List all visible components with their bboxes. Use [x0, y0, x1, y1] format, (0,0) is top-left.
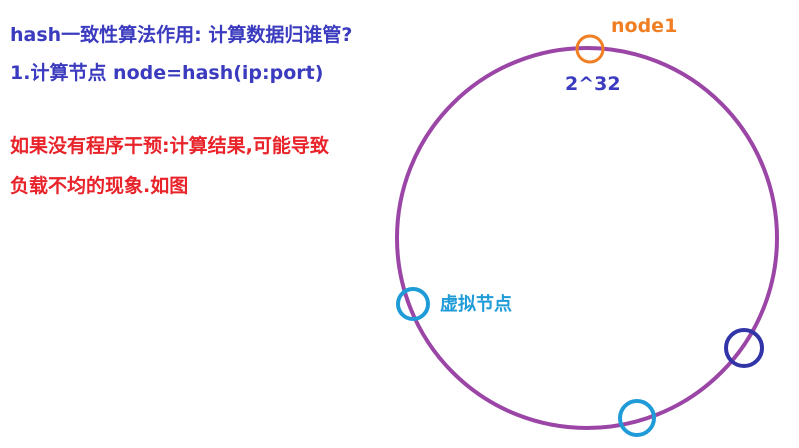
hash-ring — [395, 46, 779, 430]
node1-marker — [575, 34, 605, 64]
ring-max-label: 2^32 — [565, 73, 621, 95]
node1-label: node1 — [611, 15, 677, 37]
note-warning-line-2: 负载不均的现象.如图 — [10, 175, 189, 197]
note-warning-line-1: 如果没有程序干预:计算结果,可能导致 — [10, 135, 329, 157]
virtual-node-marker-bottom — [618, 399, 656, 437]
virtual-node-marker-right — [724, 328, 764, 368]
virtual-node-marker-left — [396, 287, 430, 321]
virtual-node-label: 虚拟节点 — [440, 293, 512, 315]
note-heading: hash一致性算法作用: 计算数据归谁管? — [10, 24, 353, 46]
note-formula: 1.计算节点 node=hash(ip:port) — [10, 62, 324, 84]
